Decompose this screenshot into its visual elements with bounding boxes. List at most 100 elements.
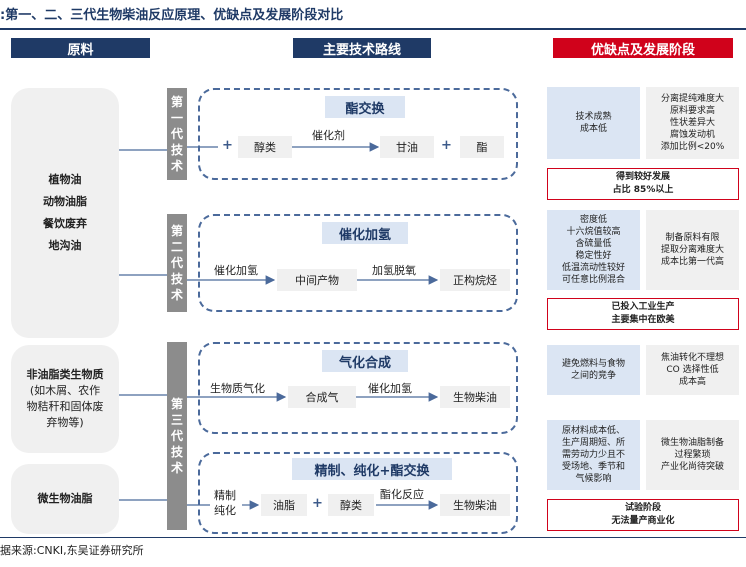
pro-line: 低温流动性较好 — [561, 263, 625, 273]
route2-title: 催化加氢 — [322, 222, 408, 244]
gen-char: 第 — [170, 95, 183, 109]
pro-line: 可任意比例混合 — [561, 275, 625, 285]
route4-mid: 油脂 — [261, 494, 307, 516]
pro-line: 技术成熟 — [575, 112, 612, 122]
pro-line: 生产周期短、所 — [561, 438, 625, 448]
route3-product: 生物柴油 — [440, 386, 510, 408]
r1-pro: 技术成熟 成本低 — [547, 87, 640, 159]
pro-line: 十六烷值较高 — [566, 227, 621, 237]
source-note: 据来源:CNKI,东吴证券研究所 — [0, 544, 144, 557]
gen1-block: 第 一 代 技 术 — [167, 88, 187, 180]
route1-plus: + — [222, 138, 233, 153]
route4-title: 精制、纯化+酯交换 — [292, 458, 452, 480]
pro-line: 之间的竞争 — [570, 371, 616, 381]
r3-pro: 避免燃料与食物 之间的竞争 — [547, 345, 640, 395]
route1-frame — [198, 88, 518, 180]
route4-plus: + — [312, 496, 323, 511]
pro-line: 原材料成本低、 — [561, 426, 625, 436]
con-line: 成本高 — [678, 377, 706, 387]
con-line: 微生物油脂制备 — [660, 438, 724, 448]
gen-char: 术 — [170, 288, 183, 302]
gen3-block: 第 三 代 技 术 — [167, 342, 187, 530]
feedstock-item: 微生物油脂 — [37, 492, 93, 505]
status-line: 无法量产商业化 — [611, 516, 675, 526]
pro-line: 稳定性好 — [575, 251, 612, 261]
route4-step2: 酯化反应 — [380, 488, 424, 501]
feedstock-item: 非油脂类生物质 — [26, 368, 104, 381]
gen-char: 术 — [170, 159, 183, 173]
route1-product1: 甘油 — [380, 136, 434, 158]
route4-step1a: 精制 — [214, 489, 236, 502]
page-title: :第一、二、三代生物柴油反应原理、优缺点及发展阶段对比 — [0, 8, 344, 23]
route4-frame — [198, 452, 518, 534]
pro-line: 含硫量低 — [575, 239, 612, 249]
gen-char: 一 — [170, 111, 183, 125]
status-line: 试验阶段 — [624, 503, 661, 513]
con-line: 原料要求高 — [669, 106, 715, 116]
pro-line: 避免燃料与食物 — [561, 359, 625, 369]
status-line: 占比 85%以上 — [612, 185, 674, 195]
gen-char: 术 — [170, 461, 183, 475]
feedstock-microbial: 微生物油脂 — [11, 464, 119, 534]
gen-char: 二 — [170, 240, 183, 254]
pro-line: 气候影响 — [575, 474, 612, 484]
gen-char: 代 — [170, 429, 183, 443]
route3-step1: 生物质气化 — [210, 382, 265, 395]
r2-pro: 密度低 十六烷值较高 含硫量低 稳定性好 低温流动性较好 可任意比例混合 — [547, 210, 640, 290]
route2-frame — [198, 214, 518, 312]
header-tech-route: 主要技术路线 — [293, 38, 431, 58]
con-line: 分离提纯难度大 — [660, 94, 724, 104]
pro-line: 需劳动力少且不 — [561, 450, 625, 460]
route1-reactant: 醇类 — [238, 136, 292, 158]
r4-con: 微生物油脂制备 过程繁琐 产业化尚待突破 — [646, 420, 739, 490]
feedstock-item: 物秸秆和固体废 — [26, 400, 104, 413]
con-line: CO 选择性低 — [666, 365, 719, 375]
route1-product2: 酯 — [460, 136, 504, 158]
gen-char: 第 — [170, 224, 183, 238]
route2-step2: 加氢脱氧 — [372, 264, 416, 277]
header-pros-cons: 优缺点及发展阶段 — [553, 38, 733, 58]
feedstock-item: 地沟油 — [48, 239, 82, 252]
route1-catalyst: 催化剂 — [312, 129, 345, 142]
route2-mid: 中间产物 — [277, 269, 357, 291]
route3-step2: 催化加氢 — [368, 382, 412, 395]
gen-char: 第 — [170, 397, 183, 411]
feedstock-item: (如木屑、农作 — [29, 384, 101, 397]
gen-char: 技 — [170, 143, 183, 157]
pro-line: 成本低 — [579, 124, 607, 134]
header-raw-material: 原料 — [11, 38, 150, 58]
r3-con: 焦油转化不理想 CO 选择性低 成本高 — [646, 345, 739, 395]
r4-pro: 原材料成本低、 生产周期短、所 需劳动力少且不 受场地、季节和 气候影响 — [547, 420, 640, 490]
route4-step1: 精制 纯化 — [214, 488, 236, 518]
con-line: 过程繁琐 — [674, 450, 711, 460]
gen-char: 三 — [170, 413, 183, 427]
feedstock-item: 弃物等) — [46, 416, 84, 429]
status-line: 主要集中在欧美 — [611, 315, 675, 325]
feedstock-oils: 植物油 动物油脂 餐饮废弃 地沟油 — [11, 88, 119, 338]
r2-con: 制备原料有限 提取分离难度大 成本比第一代高 — [646, 210, 739, 290]
feedstock-item: 植物油 — [48, 173, 82, 186]
bottom-rule — [0, 537, 746, 538]
route4-product: 生物柴油 — [440, 494, 510, 516]
route3-mid: 合成气 — [288, 386, 356, 408]
route3-title: 气化合成 — [322, 350, 408, 372]
gen-char: 代 — [170, 127, 183, 141]
con-line: 腐蚀发动机 — [669, 130, 715, 140]
con-line: 产业化尚待突破 — [660, 462, 724, 472]
pro-line: 密度低 — [579, 215, 607, 225]
route1-title: 酯交换 — [325, 96, 405, 118]
route3-frame — [198, 342, 518, 434]
gen2-block: 第 二 代 技 术 — [167, 214, 187, 312]
con-line: 焦油转化不理想 — [660, 353, 724, 363]
con-line: 成本比第一代高 — [660, 257, 724, 267]
route4-reactant: 醇类 — [328, 494, 374, 516]
route1-plus2: + — [441, 138, 452, 153]
status-line: 已投入工业生产 — [611, 302, 675, 312]
status-line: 得到较好发展 — [615, 172, 670, 182]
r1-con: 分离提纯难度大 原料要求高 性状差异大 腐蚀发动机 添加比例<20% — [646, 87, 739, 159]
r1-status: 得到较好发展 占比 85%以上 — [547, 168, 739, 200]
gen-char: 技 — [170, 445, 183, 459]
title-rule — [0, 28, 746, 30]
route4-step1b: 纯化 — [214, 504, 236, 517]
feedstock-item: 餐饮废弃 — [43, 217, 87, 230]
